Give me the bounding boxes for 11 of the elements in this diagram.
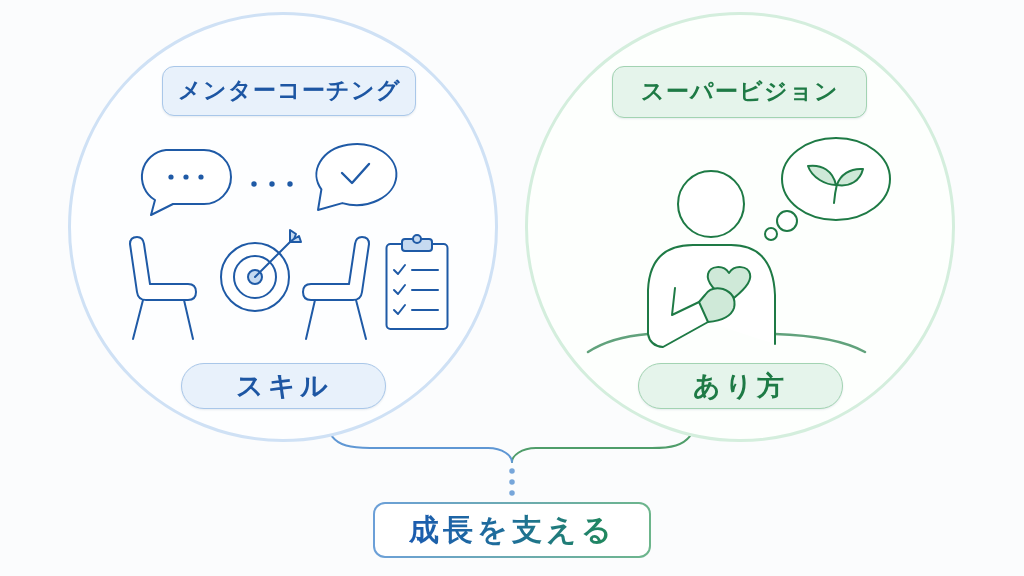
category-tag — [162, 66, 416, 116]
keyword-label: あり方 — [693, 369, 788, 403]
keyword-pill — [638, 363, 843, 409]
goal-box — [373, 502, 651, 558]
connector-line — [331, 435, 513, 463]
tag-label: スーパービジョン — [640, 78, 839, 106]
keyword-pill — [181, 363, 386, 409]
category-tag — [612, 66, 867, 118]
tag-label: メンターコーチング — [177, 77, 401, 105]
keyword-label: スキル — [235, 369, 332, 403]
connector-line — [511, 435, 691, 463]
